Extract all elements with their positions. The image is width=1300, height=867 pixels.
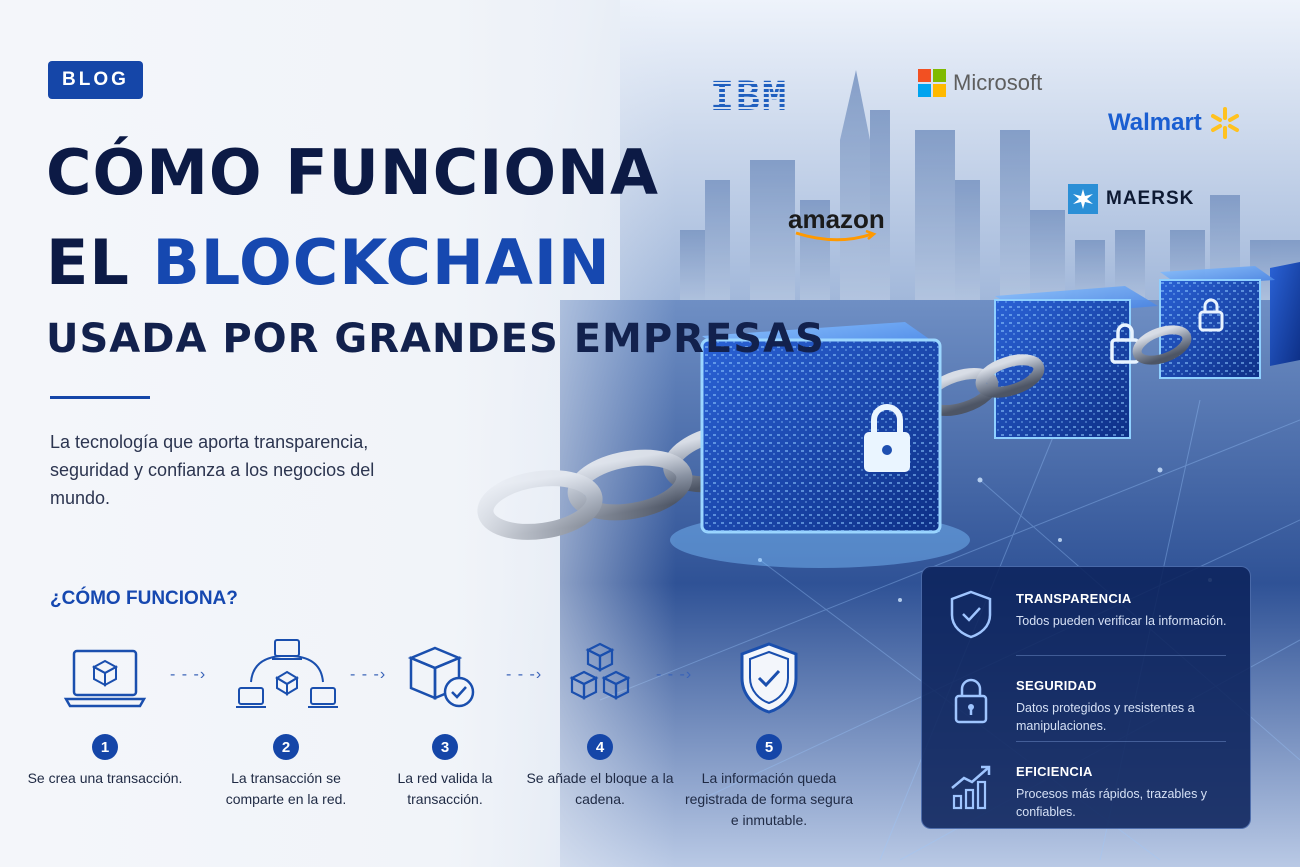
validated-cube-icon — [360, 638, 530, 718]
microsoft-squares-icon — [918, 69, 946, 97]
arrow-icon: - - -› — [170, 666, 207, 683]
padlock-icon — [954, 678, 988, 724]
maersk-star-icon — [1068, 184, 1098, 214]
step-number: 2 — [273, 734, 299, 760]
feature-transparency: TRANSPARENCIA Todos pueden verificar la … — [922, 571, 1252, 657]
amazon-wordmark: amazon — [788, 204, 885, 234]
network-icon — [201, 638, 371, 718]
walmart-wordmark: Walmart — [1108, 109, 1202, 136]
feature-text: Todos pueden verificar la información. — [1016, 614, 1227, 628]
how-it-works-heading: ¿CÓMO FUNCIONA? — [50, 588, 238, 609]
title-line-1: CÓMO FUNCIONA — [46, 136, 659, 209]
arrow-icon: - - -› — [656, 666, 693, 683]
step-2: 2 La transacción se comparte en la red. — [201, 638, 371, 810]
shield-check-icon — [950, 590, 992, 639]
subtitle: La tecnología que aporta transparencia, … — [50, 432, 375, 508]
feature-security: SEGURIDAD Datos protegidos y resistentes… — [922, 658, 1252, 744]
feature-divider — [1016, 741, 1226, 742]
growth-chart-icon — [951, 765, 991, 810]
step-text: La información queda registrada de forma… — [684, 770, 854, 828]
ibm-logo: IBM — [710, 74, 789, 120]
title-accent-blockchain: BLOCKCHAIN — [152, 226, 611, 299]
feature-divider — [1016, 655, 1226, 656]
step-1: 1 Se crea una transacción. — [20, 638, 190, 789]
shield-check-icon — [684, 638, 854, 718]
title-line-2-prefix: EL — [46, 226, 153, 299]
title-divider — [50, 396, 150, 399]
step-4: 4 Se añade el bloque a la cadena. — [515, 638, 685, 810]
microsoft-logo: Microsoft — [918, 69, 1042, 97]
features-panel: TRANSPARENCIA Todos pueden verificar la … — [921, 566, 1251, 829]
laptop-cube-icon — [20, 638, 190, 718]
arrow-icon: - - -› — [506, 666, 543, 683]
step-text: Se añade el bloque a la cadena. — [526, 770, 674, 807]
arrow-icon: - - -› — [350, 666, 387, 683]
maersk-logo: MAERSK — [1068, 184, 1194, 214]
step-5: 5 La información queda registrada de for… — [684, 638, 854, 831]
microsoft-wordmark: Microsoft — [953, 70, 1043, 95]
feature-title: SEGURIDAD — [1016, 678, 1097, 693]
walmart-spark-icon — [1210, 107, 1239, 139]
amazon-smile-icon — [795, 230, 877, 242]
maersk-wordmark: MAERSK — [1106, 188, 1195, 209]
title-line-2: EL BLOCKCHAIN — [46, 226, 611, 299]
step-number: 5 — [756, 734, 782, 760]
feature-title: EFICIENCIA — [1016, 764, 1093, 779]
step-text: La red valida la transacción. — [397, 770, 493, 807]
step-text: Se crea una transacción. — [27, 770, 183, 786]
step-number: 1 — [92, 734, 118, 760]
feature-title: TRANSPARENCIA — [1016, 591, 1132, 606]
step-number: 4 — [587, 734, 613, 760]
amazon-logo: amazon — [788, 204, 885, 242]
step-3: 3 La red valida la transacción. — [360, 638, 530, 810]
feature-text: Datos protegidos y resistentes a manipul… — [1016, 701, 1195, 733]
feature-efficiency: EFICIENCIA Procesos más rápidos, trazabl… — [922, 744, 1252, 830]
step-number: 3 — [432, 734, 458, 760]
blog-badge[interactable]: BLOG — [48, 61, 143, 99]
step-text: La transacción se comparte en la red. — [225, 770, 347, 807]
title-line-3: USADA POR GRANDES EMPRESAS — [46, 316, 825, 362]
feature-text: Procesos más rápidos, trazables y confia… — [1016, 787, 1208, 819]
walmart-logo: Walmart — [1108, 106, 1242, 140]
stacked-blocks-icon — [515, 638, 685, 718]
